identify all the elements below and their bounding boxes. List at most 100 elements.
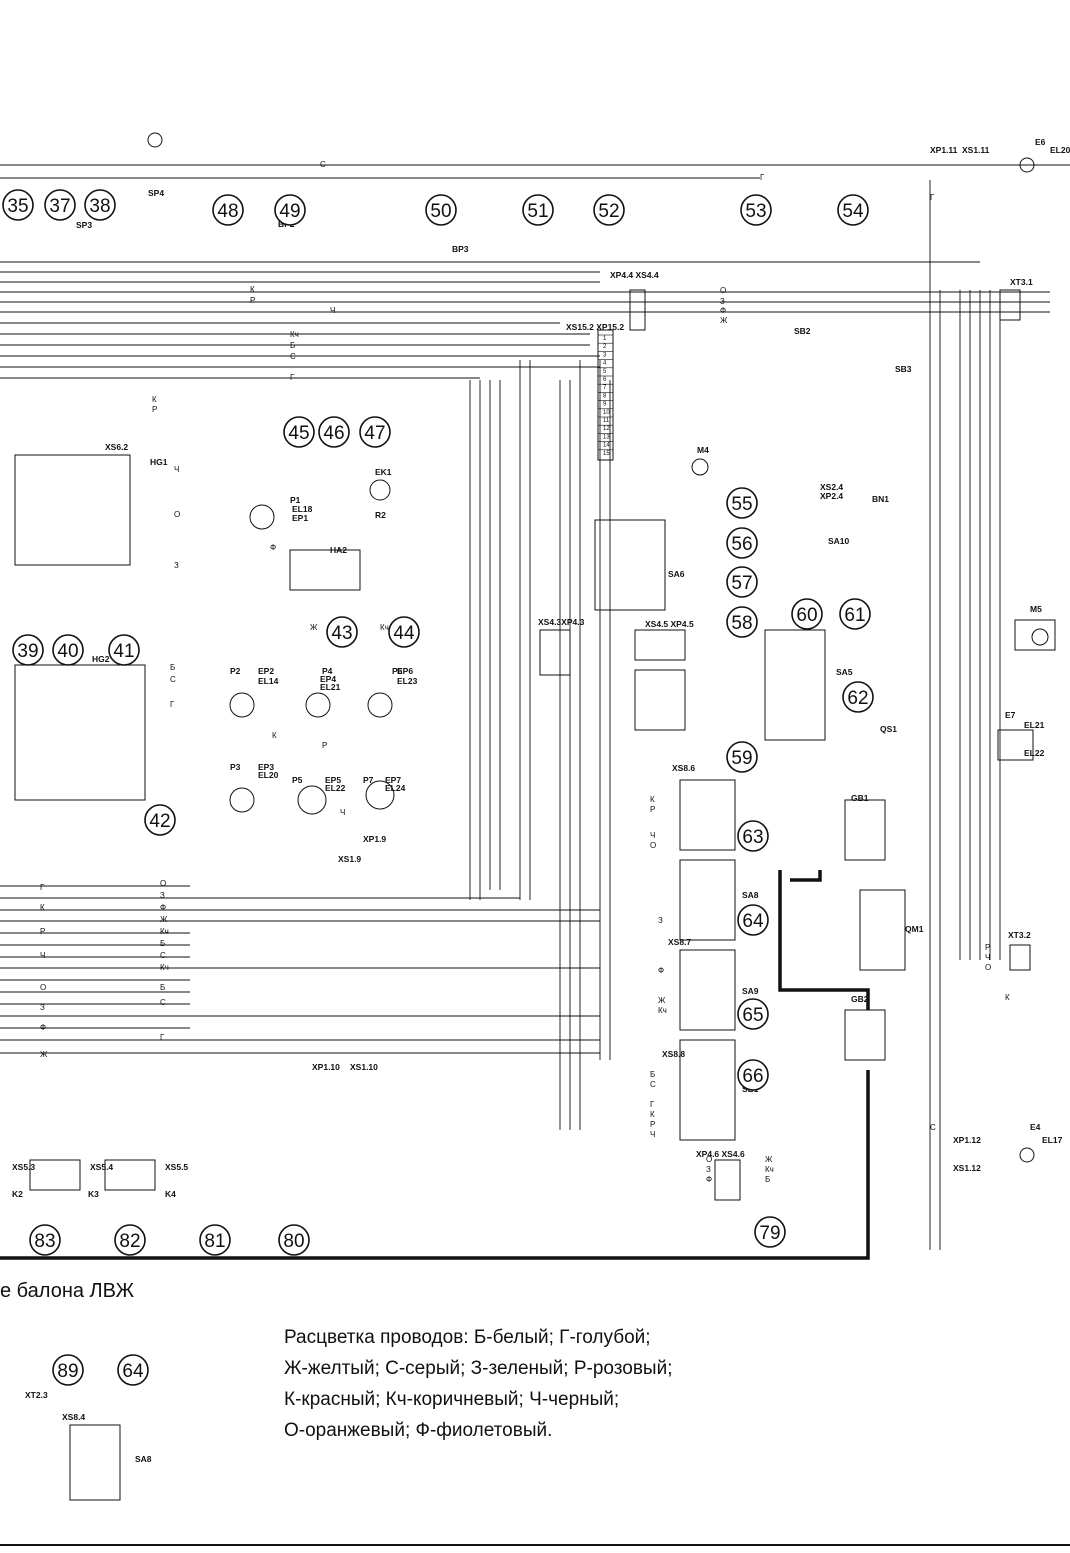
callout-circle xyxy=(726,487,758,519)
component-label: XP1.11 xyxy=(930,145,958,155)
wire-color-letter: Ж xyxy=(40,1050,48,1059)
callout: 65 xyxy=(737,998,769,1030)
wire-color-letter: Ч xyxy=(650,831,655,840)
wire-color-letter: О xyxy=(174,510,180,519)
callout-circle xyxy=(117,1354,149,1386)
callout-circle xyxy=(593,194,625,226)
component-label: P5 xyxy=(292,775,303,785)
gauge-icon xyxy=(369,479,391,501)
component-label: R2 xyxy=(375,510,386,520)
connector-pin-number: 3 xyxy=(603,352,607,358)
wire-color-letter: Г xyxy=(160,1033,165,1042)
callout-circle xyxy=(726,741,758,773)
component-box xyxy=(714,1159,741,1201)
component-boxes xyxy=(14,132,1056,1501)
callout-number: 80 xyxy=(283,1231,304,1252)
callout: 38 xyxy=(84,189,116,221)
callout-number: 59 xyxy=(731,748,752,769)
component-label: M5 xyxy=(1030,604,1042,614)
component-label: EP4 xyxy=(320,674,336,684)
component-label: XS1.10 xyxy=(350,1062,378,1072)
callout: 44 xyxy=(388,616,420,648)
callout-circle xyxy=(212,194,244,226)
callout: 43 xyxy=(326,616,358,648)
callout: 83 xyxy=(29,1224,61,1256)
component-box xyxy=(69,1424,121,1501)
component-box xyxy=(997,729,1034,761)
callout-number: 79 xyxy=(759,1223,780,1244)
connector-pin-number: 12 xyxy=(603,426,610,432)
connector-pin-number: 10 xyxy=(603,410,610,416)
wire-color-letter: С xyxy=(170,675,176,684)
callout-number: 46 xyxy=(323,423,344,444)
callout: 40 xyxy=(52,634,84,666)
wire-color-letter: Ж xyxy=(765,1155,773,1164)
callout: 47 xyxy=(359,416,391,448)
wire-color-legend: Расцветка проводов: Б-белый; Г-голубой; … xyxy=(284,1322,844,1446)
callout-number: 49 xyxy=(279,201,300,222)
callout: 62 xyxy=(842,681,874,713)
component-box xyxy=(14,454,131,566)
callout-number: 81 xyxy=(204,1231,225,1252)
connector-pin-number: 9 xyxy=(603,402,607,408)
component-label: EL22 xyxy=(1024,748,1045,758)
callout: 52 xyxy=(593,194,625,226)
callout: 63 xyxy=(737,820,769,852)
connector-pin-number: 4 xyxy=(603,361,607,367)
callout-circle xyxy=(52,1354,84,1386)
wire-color-letter: Г xyxy=(650,1100,655,1109)
component-label: SA6 xyxy=(668,569,685,579)
component-label: XS8.7 xyxy=(668,937,691,947)
callout: 45 xyxy=(283,416,315,448)
component-label: XS1.9 xyxy=(338,854,361,864)
component-label: XS15.2 XP15.2 xyxy=(566,322,624,332)
callout: 39 xyxy=(12,634,44,666)
wire-color-letter: С xyxy=(930,1123,936,1132)
callout: 79 xyxy=(754,1216,786,1248)
callout-circle xyxy=(84,189,116,221)
component-label: XP1.10 xyxy=(312,1062,340,1072)
callout: 81 xyxy=(199,1224,231,1256)
callout: 54 xyxy=(837,194,869,226)
callout-number: 51 xyxy=(527,201,548,222)
callout: 64 xyxy=(737,904,769,936)
gauge-icon xyxy=(147,132,163,148)
wire-color-letter: Р xyxy=(985,943,990,952)
callout-number: 89 xyxy=(57,1361,78,1382)
callout-circle xyxy=(388,616,420,648)
component-label: EL20 xyxy=(1050,145,1070,155)
callout-number: 64 xyxy=(122,1361,144,1382)
component-label: EL14 xyxy=(258,676,279,686)
component-label: EL21 xyxy=(1024,720,1045,730)
component-label: XT3.2 xyxy=(1008,930,1031,940)
callout-number: 52 xyxy=(598,201,619,222)
wire-color-letter: Г xyxy=(290,373,295,382)
wire-color-letter: Ч xyxy=(174,465,179,474)
wire-color-letter: Кч xyxy=(160,927,169,936)
battery-bus xyxy=(790,870,822,882)
wire-color-letter: З xyxy=(658,916,663,925)
component-label: SA8 xyxy=(742,890,759,900)
component-label: EP2 xyxy=(258,666,274,676)
callout: 59 xyxy=(726,741,758,773)
wire-color-letter: Б xyxy=(650,1070,655,1079)
wire-color-letter: Ч xyxy=(650,1130,655,1139)
component-box xyxy=(679,1039,736,1141)
wire-color-letter: З xyxy=(40,1003,45,1012)
callout-number: 39 xyxy=(17,641,38,662)
callout-circle xyxy=(737,998,769,1030)
component-box xyxy=(1009,944,1031,971)
component-box xyxy=(1014,619,1056,651)
legend-line-4: О-оранжевый; Ф-фиолетовый. xyxy=(284,1420,553,1441)
wire-color-letter: Ф xyxy=(658,966,664,975)
connector-pin-number: 7 xyxy=(603,385,607,391)
connector-pin-number: 1 xyxy=(603,336,607,342)
callout-number: 50 xyxy=(430,201,451,222)
callout: 41 xyxy=(108,634,140,666)
callout: 37 xyxy=(44,189,76,221)
wire-color-letter: Р xyxy=(250,296,255,305)
component-label: E6 xyxy=(1035,137,1046,147)
wire-color-letter: Кч xyxy=(658,1006,667,1015)
